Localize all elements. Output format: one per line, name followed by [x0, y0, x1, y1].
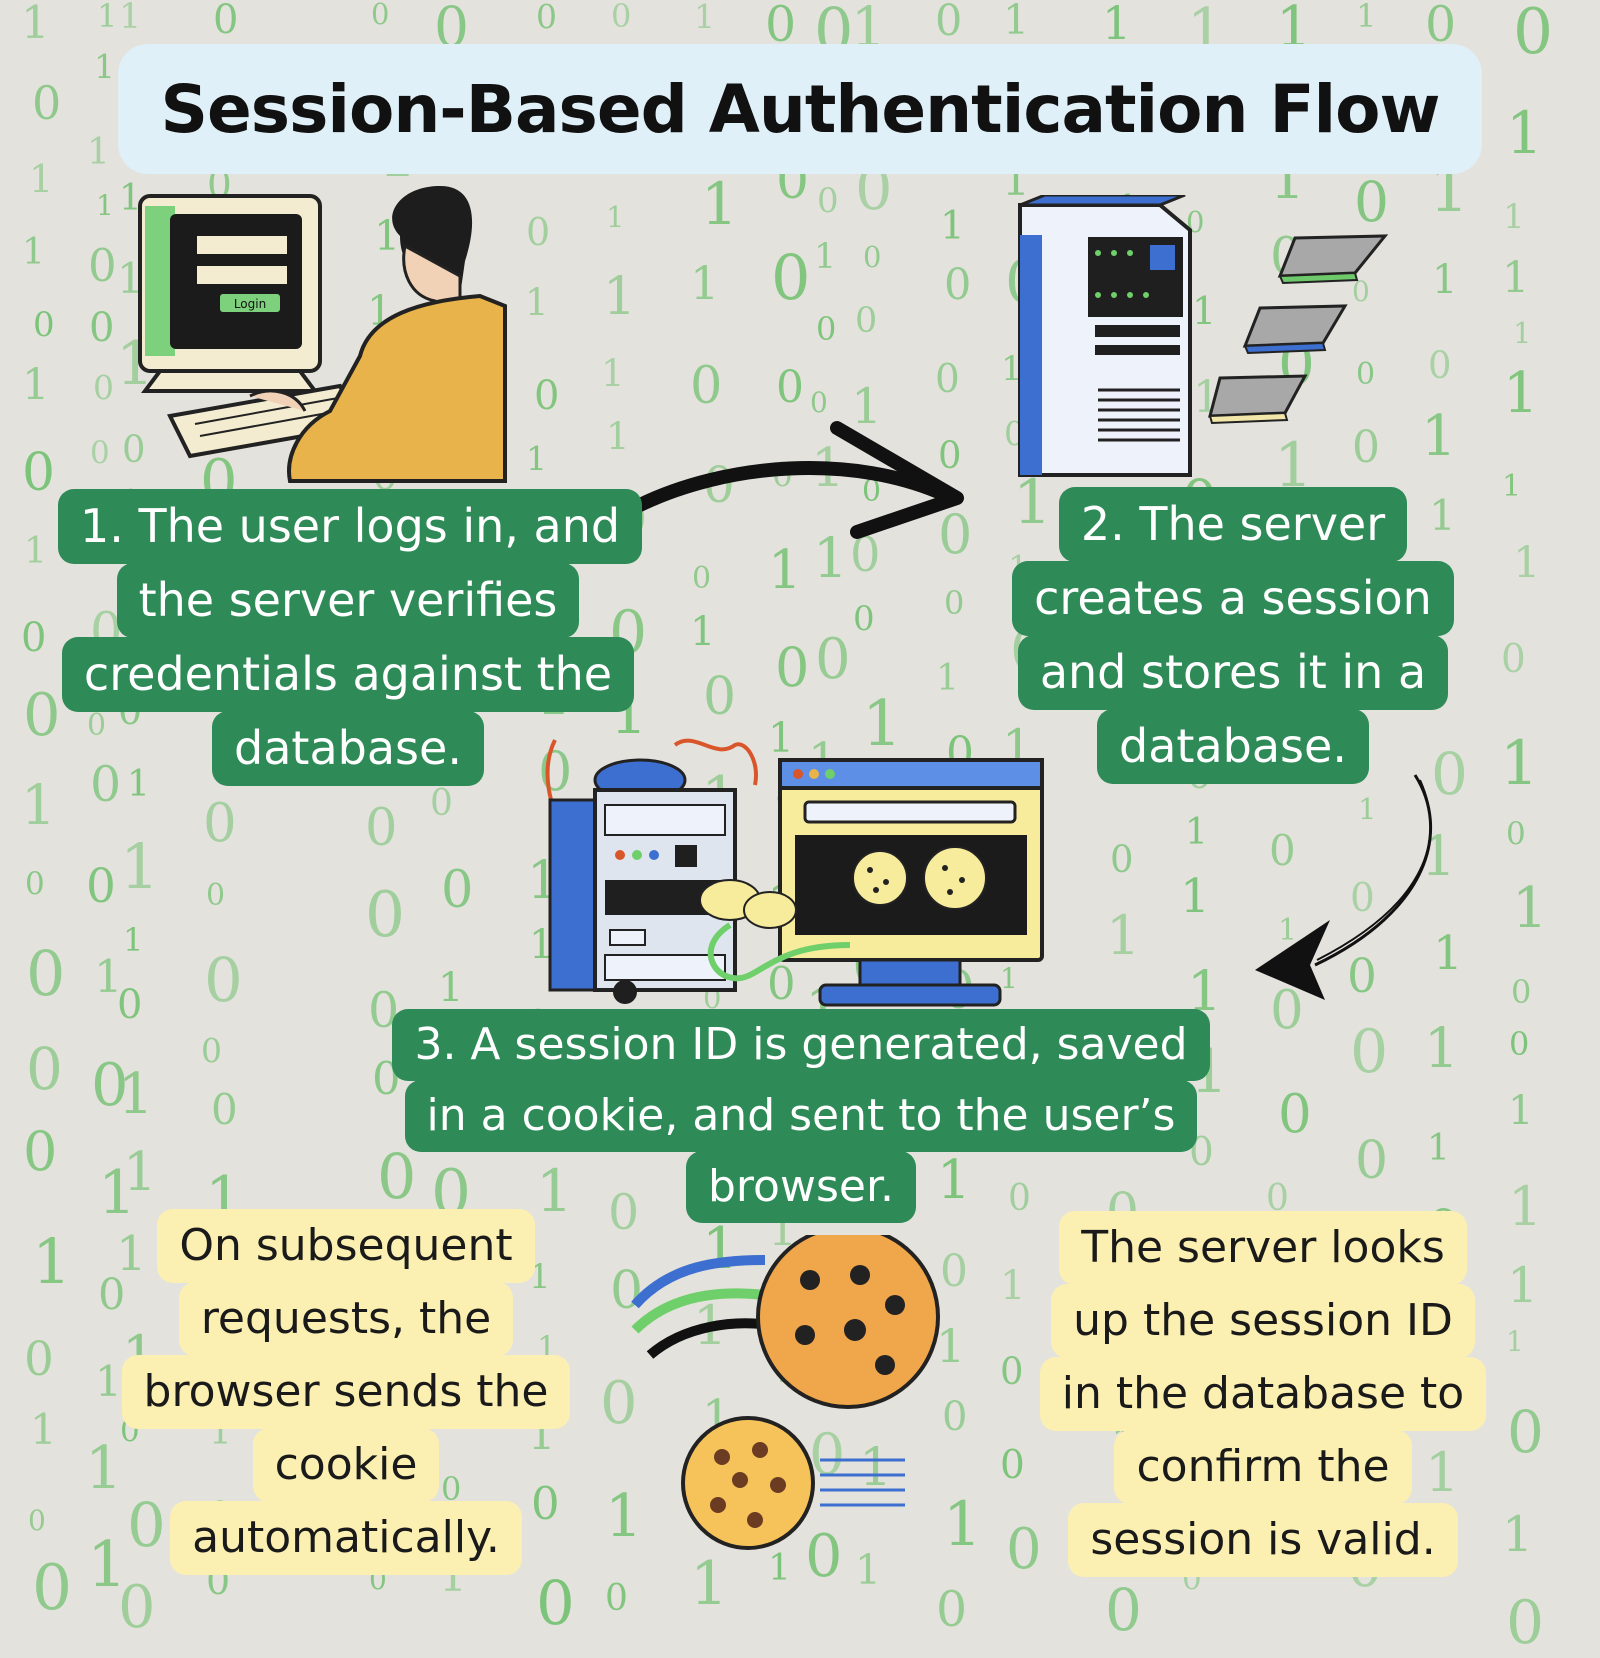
- caption-line: in a cookie, and sent to the user’s: [404, 1080, 1198, 1152]
- caption-line: 2. The server: [1058, 487, 1408, 562]
- caption-line: requests, the: [178, 1282, 514, 1356]
- caption-line: 3. A session ID is generated, saved: [392, 1009, 1210, 1081]
- caption-line: 1. The user logs in, and: [58, 489, 643, 564]
- cookie-icon: [631, 1235, 940, 1550]
- caption-line: cookie: [252, 1428, 440, 1502]
- database-disks-icon: [1208, 234, 1389, 425]
- caption-line: The server looks: [1059, 1211, 1467, 1285]
- user-at-computer-icon: Login: [138, 186, 507, 483]
- arrow-right-icon: [633, 421, 964, 539]
- caption-line: On subsequent: [157, 1209, 535, 1283]
- page-title: Session-Based Authentication Flow: [160, 70, 1440, 148]
- caption-line: confirm the: [1114, 1430, 1412, 1504]
- caption-line: the server verifies: [116, 563, 580, 638]
- caption-line: browser.: [686, 1151, 916, 1223]
- caption-line: in the database to: [1039, 1357, 1487, 1431]
- caption-line: and stores it in a: [1017, 635, 1449, 710]
- caption-line: database.: [212, 711, 484, 786]
- caption-line: database.: [1097, 709, 1369, 784]
- caption-line: up the session ID: [1051, 1284, 1475, 1358]
- caption-line: credentials against the: [61, 637, 635, 712]
- caption-line: browser sends the: [121, 1355, 571, 1429]
- caption-line: session is valid.: [1068, 1503, 1458, 1577]
- arrow-down-curved-icon: [1255, 774, 1433, 1000]
- caption-line: creates a session: [1012, 561, 1454, 636]
- server-rack-icon: [1018, 195, 1192, 477]
- browser-window-icon: [699, 758, 1044, 1007]
- title-banner: Session-Based Authentication Flow: [118, 44, 1482, 174]
- login-button-label: Login: [234, 297, 266, 311]
- caption-line: automatically.: [170, 1501, 522, 1575]
